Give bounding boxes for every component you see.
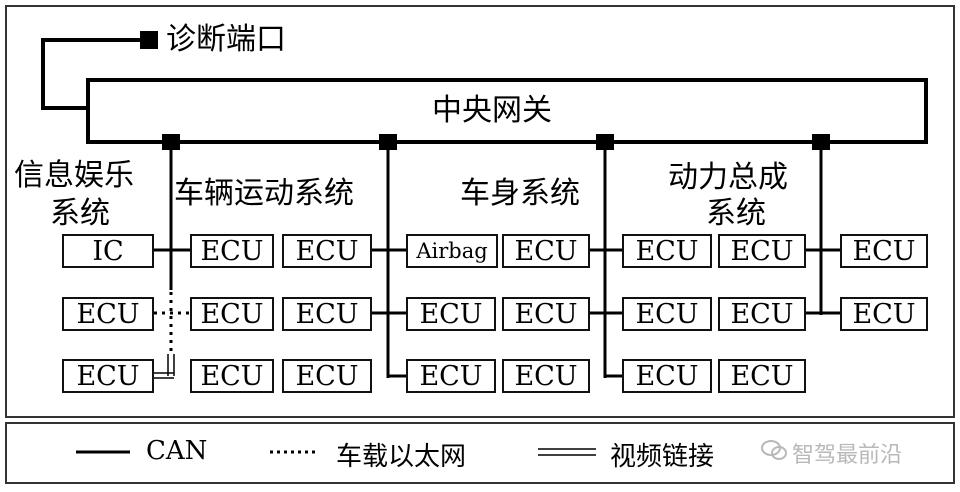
vehicle-motion-ecu-r1-c2: ECU xyxy=(282,234,372,268)
infotainment-label-line1: 信息娱乐 xyxy=(14,158,134,193)
diagram-frame xyxy=(5,5,955,418)
legend-video-label: 视频链接 xyxy=(610,442,715,472)
diagnostic-port-marker xyxy=(140,31,158,49)
infotainment-ecu-ic: IC xyxy=(62,234,154,268)
infotainment-ecu-3: ECU xyxy=(62,359,154,393)
vehicle-motion-ecu-r3-c2: ECU xyxy=(282,359,372,393)
powertrain-ecu-r2-c2: ECU xyxy=(718,297,806,331)
legend-ethernet-label: 车载以太网 xyxy=(336,442,467,472)
vehicle-motion-ecu-r2-c2: ECU xyxy=(282,297,372,331)
powertrain-ecu-r1-c2: ECU xyxy=(718,234,806,268)
body-ecu-r3-c2: ECU xyxy=(502,359,590,393)
vehicle-motion-ecu-r2-c1: ECU xyxy=(190,297,274,331)
powertrain-ecu-extra-1: ECU xyxy=(840,234,928,268)
infotainment-label-line2: 系统 xyxy=(50,196,110,231)
legend-frame xyxy=(5,422,955,484)
body-ecu-r3-c1: ECU xyxy=(406,359,496,393)
legend-can-label: CAN xyxy=(146,436,208,466)
gateway-port-4 xyxy=(812,134,830,150)
vehicle-motion-ecu-r3-c1: ECU xyxy=(190,359,274,393)
infotainment-ecu-2: ECU xyxy=(62,297,154,331)
powertrain-label-line1: 动力总成 xyxy=(668,160,788,195)
body-ecu-airbag: Airbag xyxy=(406,234,498,268)
gateway-port-3 xyxy=(596,134,614,150)
watermark-text: 智驾最前沿 xyxy=(792,443,903,468)
powertrain-ecu-r2-c1: ECU xyxy=(622,297,712,331)
diagnostic-port-label: 诊断端口 xyxy=(166,22,286,57)
body-ecu-r2-c1: ECU xyxy=(406,297,496,331)
gateway-port-1 xyxy=(162,134,180,150)
powertrain-ecu-extra-2: ECU xyxy=(840,297,928,331)
body-label: 车身系统 xyxy=(460,176,580,211)
powertrain-ecu-r1-c1: ECU xyxy=(622,234,712,268)
body-ecu-r1-c2: ECU xyxy=(502,234,590,268)
gateway-port-2 xyxy=(379,134,397,150)
gateway-label: 中央网关 xyxy=(432,93,552,128)
diagnostic-link xyxy=(41,38,148,110)
wechat-icon xyxy=(760,438,788,462)
powertrain-ecu-r3-c2: ECU xyxy=(718,359,806,393)
vehicle-motion-ecu-r1-c1: ECU xyxy=(190,234,274,268)
gateway-box xyxy=(86,78,928,144)
powertrain-ecu-r3-c1: ECU xyxy=(622,359,712,393)
powertrain-label-line2: 系统 xyxy=(706,196,766,231)
body-ecu-r2-c2: ECU xyxy=(502,297,590,331)
vehicle-motion-label: 车辆运动系统 xyxy=(174,176,354,211)
